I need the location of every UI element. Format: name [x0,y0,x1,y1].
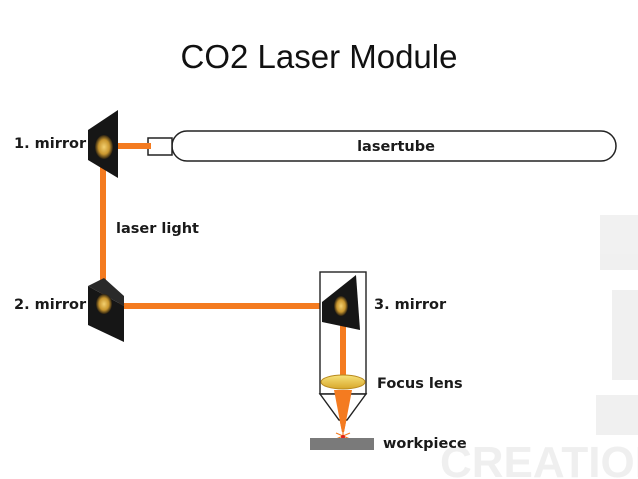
watermark-text: CREATION [440,438,638,479]
mirror-3 [322,275,360,330]
mirror-1 [88,110,118,178]
focus-lens-label: Focus lens [377,376,463,392]
mirror-1-label: 1. mirror [14,136,87,152]
focus-lens [320,374,366,390]
watermark-graphic: CREATION [440,215,638,479]
mirror-3-label: 3. mirror [374,297,447,313]
workpiece-plate [310,438,374,450]
mirror-2 [88,278,124,342]
laser-beam [100,143,346,383]
lasertube-nozzle [147,137,173,156]
mirror-2-label: 2. mirror [14,297,87,313]
page-title: CO2 Laser Module [180,38,458,75]
head-focused-beam [334,390,352,432]
laser-light-label: laser light [116,221,199,237]
workpiece-label: workpiece [383,436,467,452]
lasertube-label: lasertube [357,139,435,155]
